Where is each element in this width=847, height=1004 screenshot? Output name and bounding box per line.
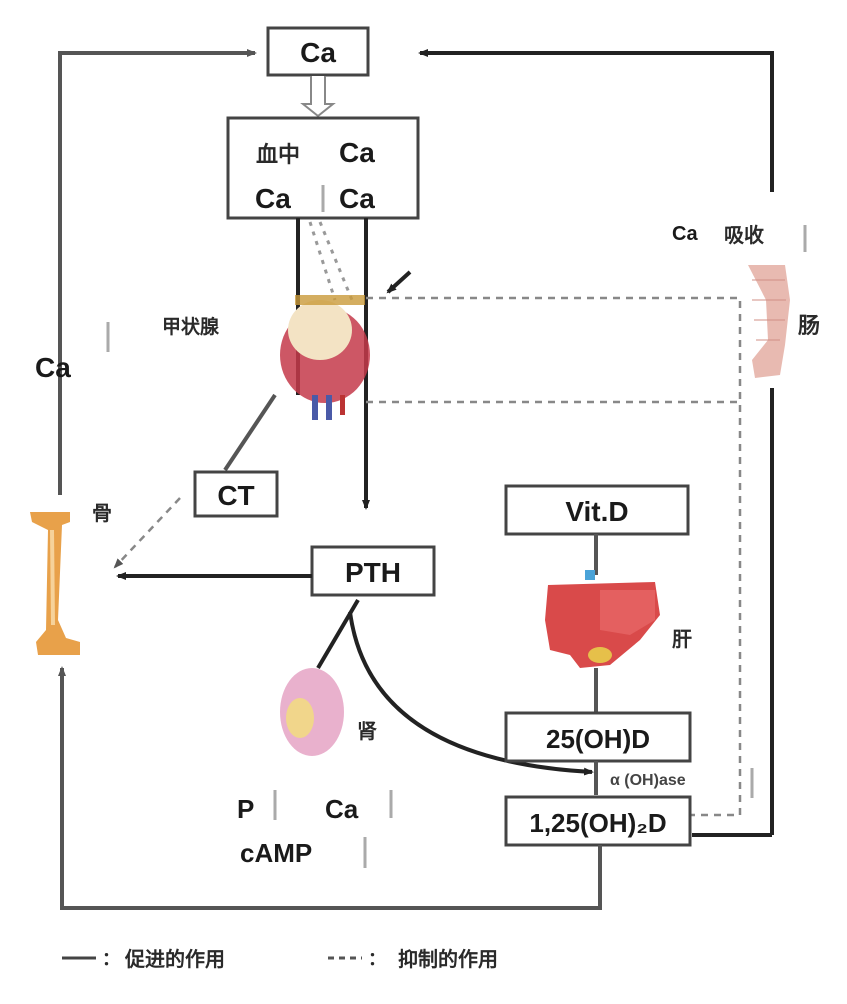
svg-text:CT: CT xyxy=(217,480,254,511)
svg-text:cAMP: cAMP xyxy=(240,838,312,868)
svg-text:Ca: Ca xyxy=(339,137,375,168)
svg-text:促进的作用: 促进的作用 xyxy=(124,947,225,971)
ct-box: CT xyxy=(193,470,279,518)
svg-text:：: ： xyxy=(102,949,120,970)
liver-label: 肝 xyxy=(672,627,692,651)
pth-box: PTH xyxy=(310,545,436,597)
svg-text:吸收: 吸收 xyxy=(724,223,764,247)
legend-item-inhibit: ： 抑制的作用 xyxy=(328,947,498,971)
legend-item-promote: ： 促进的作用 xyxy=(62,947,225,971)
vitd-box: Vit.D xyxy=(504,484,690,536)
thyroid-illustration xyxy=(280,295,370,420)
bone-to-ca-loop xyxy=(58,49,257,495)
svg-text:血中: 血中 xyxy=(256,142,300,168)
oh125-box: 1,25(OH)₂D xyxy=(504,795,692,847)
liver-illustration xyxy=(545,570,660,668)
intestine-to-ca-loop xyxy=(418,49,774,192)
blood-ca-box: 血中 Ca Ca Ca xyxy=(226,116,420,220)
left-ca-label: Ca xyxy=(35,352,71,383)
svg-text:Ca: Ca xyxy=(672,223,698,245)
svg-text:Vit.D: Vit.D xyxy=(565,496,628,527)
thyroid-label: 甲状腺 xyxy=(162,315,220,338)
enzyme-label: α (OH)ase xyxy=(610,772,686,789)
svg-text:Ca: Ca xyxy=(325,794,359,824)
svg-text:PTH: PTH xyxy=(345,557,401,588)
svg-text:：: ： xyxy=(368,949,386,970)
bone-illustration xyxy=(30,512,80,655)
hollow-down-arrow-icon xyxy=(300,76,336,118)
svg-text:Ca: Ca xyxy=(255,183,291,214)
svg-text:抑制的作用: 抑制的作用 xyxy=(398,947,498,971)
bone-label: 骨 xyxy=(92,501,112,525)
svg-text:25(OH)D: 25(OH)D xyxy=(546,724,650,754)
top-ca-text: Ca xyxy=(300,37,336,68)
top-ca-box: Ca xyxy=(266,26,370,77)
svg-text:P: P xyxy=(237,794,254,824)
intestine-illustration xyxy=(748,265,790,378)
intestine-label: 肠 xyxy=(798,314,820,339)
legend: ： 促进的作用 ： 抑制的作用 xyxy=(62,947,498,971)
kidney-illustration xyxy=(280,668,344,756)
svg-text:Ca: Ca xyxy=(339,183,375,214)
kidney-label: 肾 xyxy=(357,719,377,743)
oh25-box: 25(OH)D xyxy=(504,711,692,763)
svg-text:1,25(OH)₂D: 1,25(OH)₂D xyxy=(529,808,666,838)
